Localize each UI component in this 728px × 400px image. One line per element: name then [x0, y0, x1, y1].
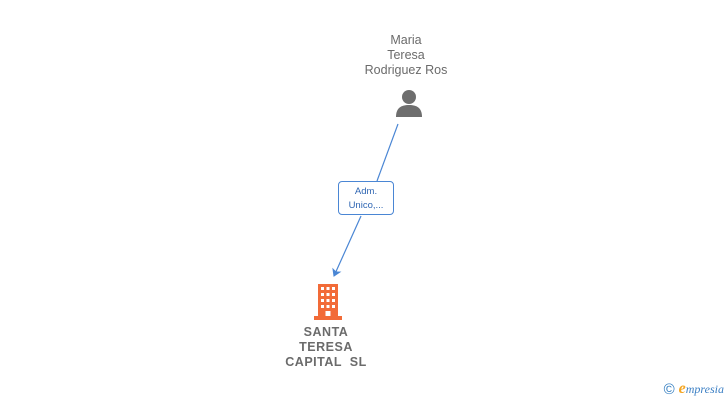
brand-logo: empresia: [679, 380, 724, 398]
building-icon[interactable]: [311, 284, 345, 320]
brand-logo-text: mpresia: [685, 382, 724, 396]
person-name[interactable]: Maria Teresa Rodriguez Ros: [346, 33, 466, 78]
brand-watermark: © empresia: [664, 379, 724, 399]
edge-role-to-company: [332, 215, 362, 277]
role-label-line: Adm.: [354, 186, 378, 197]
person-name-line: Rodriguez Ros: [364, 63, 448, 77]
company-name-line: CAPITAL SL: [285, 355, 367, 369]
role-label-box[interactable]: Adm. Unico,...: [338, 181, 394, 215]
company-name-line: SANTA: [303, 325, 349, 339]
person-name-line: Maria: [390, 33, 422, 47]
brand-logo-initial: e: [678, 380, 686, 397]
company-name-line: TERESA: [299, 340, 353, 354]
role-label-line: Unico,...: [348, 200, 384, 211]
person-icon[interactable]: [393, 88, 425, 118]
company-name[interactable]: SANTA TERESA CAPITAL SL: [266, 325, 386, 370]
edge-person-to-role: [376, 123, 399, 182]
person-name-line: Teresa: [387, 48, 425, 62]
copyright-icon: ©: [663, 380, 675, 398]
